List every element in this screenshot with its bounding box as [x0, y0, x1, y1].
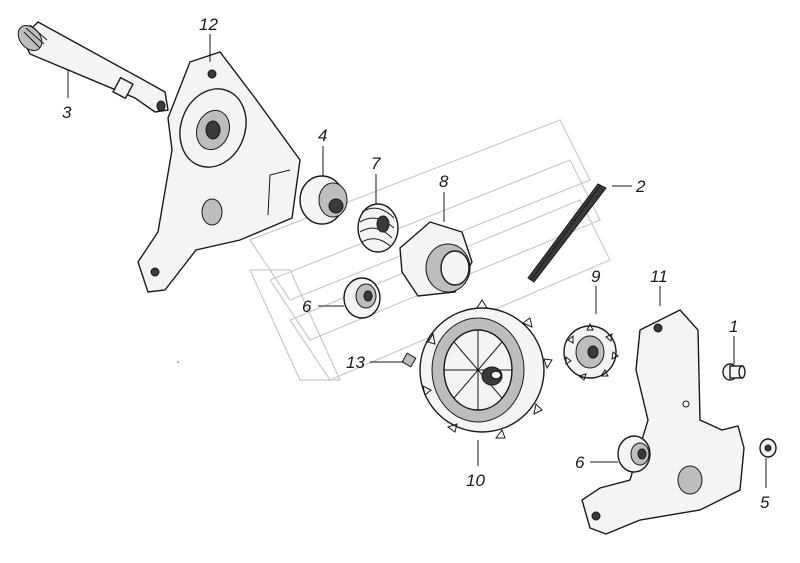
label-part-4: 4 [318, 126, 327, 145]
washer-part-6-upper [343, 277, 381, 319]
gear-part-10 [419, 299, 553, 439]
label-part-1: 1 [729, 317, 738, 336]
label-part-6-upper: 6 [302, 297, 312, 316]
label-part-12: 12 [199, 15, 218, 34]
label-part-5: 5 [760, 493, 770, 512]
watermark [249, 119, 611, 381]
key-part-13 [401, 352, 417, 368]
small-gear-part-9 [563, 322, 619, 381]
part-number-labels: 12 3 4 7 8 2 6 9 11 1 13 10 6 5 [62, 15, 770, 512]
label-part-7: 7 [371, 154, 381, 173]
gear-teeth [422, 299, 553, 439]
label-part-13: 13 [346, 353, 365, 372]
label-part-2: 2 [635, 177, 646, 196]
label-part-9: 9 [591, 267, 601, 286]
stray-dot [177, 361, 179, 363]
label-part-10: 10 [466, 471, 485, 490]
bushing-part-4 [299, 175, 348, 225]
spring-part-7 [357, 203, 399, 253]
bracket-plate-part-12 [137, 51, 301, 293]
pin-part-2 [527, 183, 607, 283]
cam-disc-part-8 [399, 221, 473, 297]
bracket-plate-part-11 [581, 309, 745, 535]
bolt-part-1 [722, 363, 746, 381]
label-part-6-lower: 6 [575, 453, 585, 472]
washer-part-5 [759, 438, 777, 458]
label-part-11: 11 [650, 267, 668, 286]
leader-lines [67, 34, 767, 488]
label-part-8: 8 [439, 172, 449, 191]
washer-part-6-lower [617, 435, 651, 473]
label-part-3: 3 [62, 103, 72, 122]
shaft-part-3 [17, 21, 169, 113]
